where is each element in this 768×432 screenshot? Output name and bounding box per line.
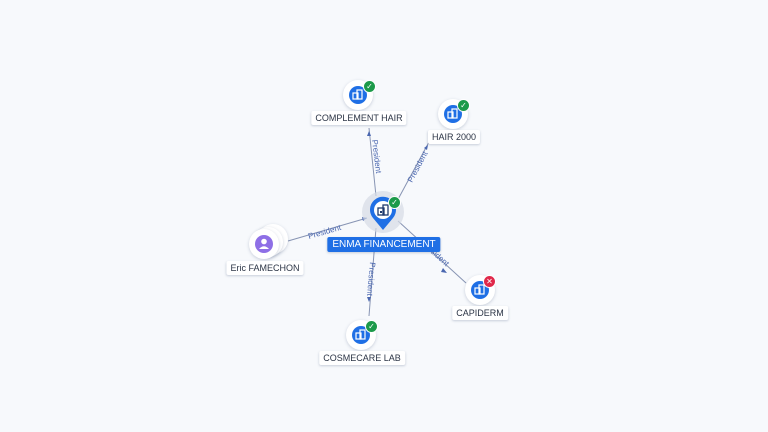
edge-complement-hair [368,127,377,197]
building-icon [355,329,366,340]
node-label-complement-hair[interactable]: COMPLEMENT HAIR [311,111,407,125]
edge-label-complement-hair: President [370,139,383,174]
center-node[interactable]: ✓ [361,188,405,236]
building-icon [447,108,458,119]
edge-arrow [367,131,371,136]
edge-label-cosmecare-lab: President [365,262,377,297]
node-label-eric-famechon[interactable]: Eric FAMECHON [226,261,304,275]
status-badge-active: ✓ [365,320,378,333]
center-node-label[interactable]: ENMA FINANCEMENT [327,237,441,252]
status-badge-active: ✓ [457,99,470,112]
node-label-cosmecare-lab[interactable]: COSMECARE LAB [319,351,405,365]
node-complement-hair[interactable]: ✓ [343,80,376,110]
edge-capiderm [397,220,467,284]
building-icon [377,204,389,216]
node-label-hair-2000[interactable]: HAIR 2000 [427,130,481,144]
edge-arrow [367,297,371,302]
node-label-capiderm[interactable]: CAPIDERM [452,306,508,320]
edge-arrow [441,268,447,273]
status-badge-active: ✓ [388,196,401,209]
edge-eric-famechon [287,217,368,242]
node-hair-2000[interactable]: ✓ [438,99,470,129]
center-pin [361,188,405,236]
node-capiderm[interactable]: ✕ [465,275,496,305]
status-badge-closed: ✕ [483,275,496,288]
node-cosmecare-lab[interactable]: ✓ [346,320,378,350]
building-icon [474,284,485,295]
person-icon [259,238,269,249]
edge-arrow [424,145,428,150]
edge-hair-2000 [395,141,430,204]
map-pin-shape [362,191,404,233]
status-badge-active: ✓ [363,80,376,93]
node-eric-famechon[interactable] [248,224,290,260]
building-icon [352,89,363,100]
edge-label-hair-2000: President [406,149,430,184]
